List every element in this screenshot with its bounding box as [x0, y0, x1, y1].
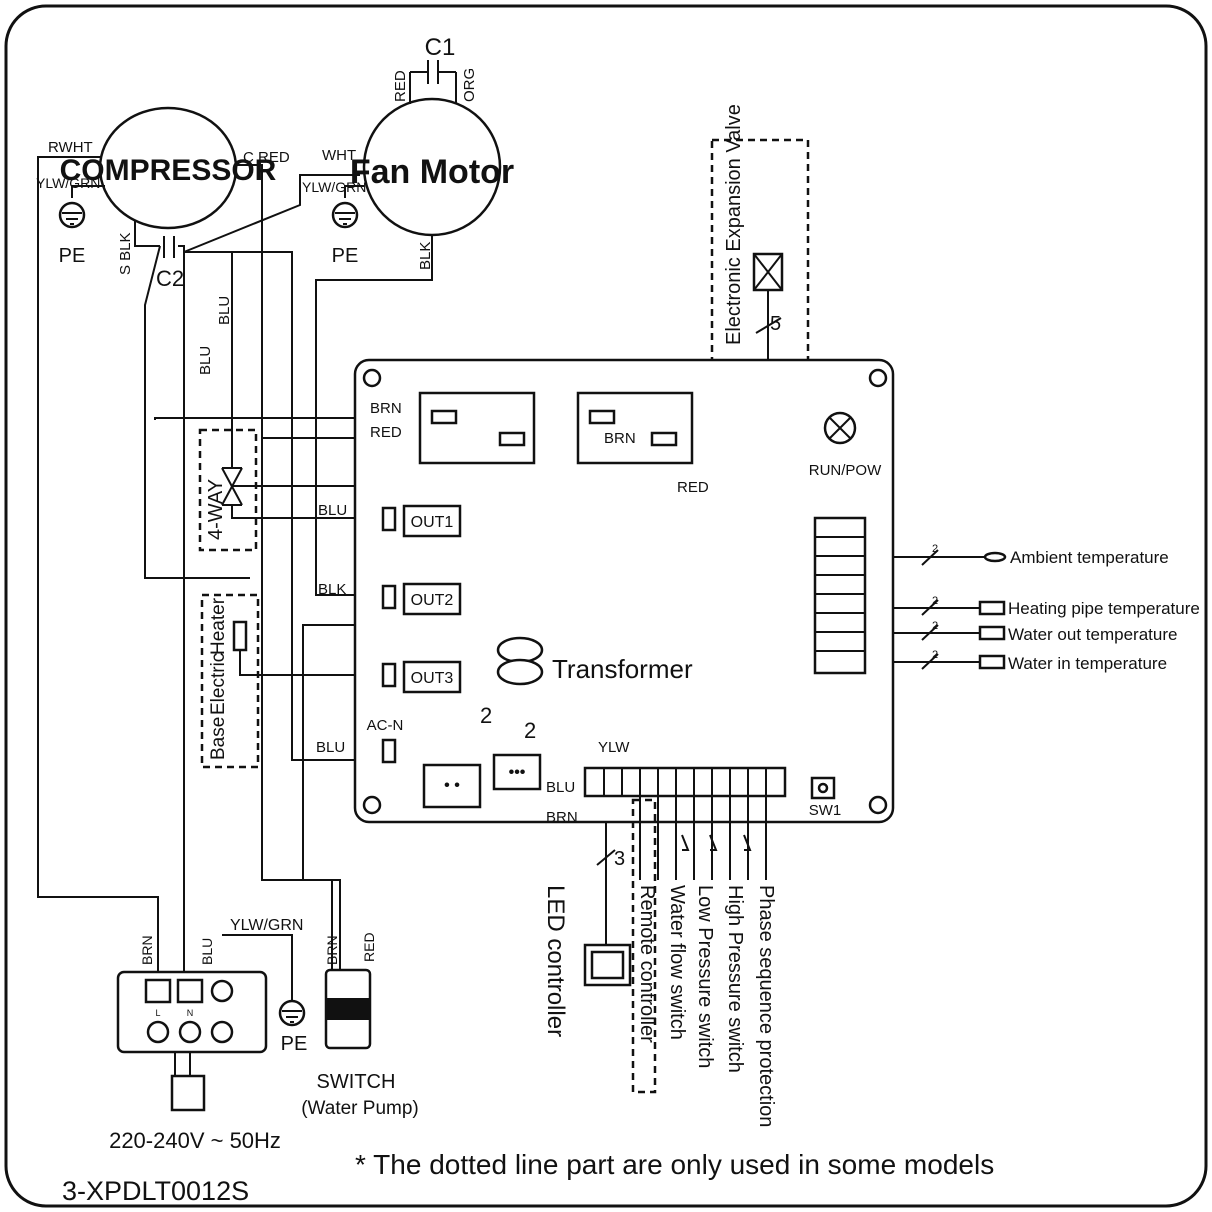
switch-label-brn: BRN — [324, 935, 340, 965]
acn-label: AC-N — [367, 717, 404, 734]
model-code: 3-XPDLT0012S — [62, 1176, 249, 1206]
compressor: COMPRESSOR — [60, 106, 277, 230]
heater-heater-label: Heater — [208, 597, 229, 655]
heater-base-label: Base — [208, 717, 229, 760]
wire-label-org: ORG — [461, 68, 478, 102]
terminal-block: L N BRN BLU YLW/GRN — [116, 917, 303, 1112]
four-way-label: 4-WAY — [205, 479, 227, 540]
footnote: * The dotted line part are only used in … — [355, 1149, 994, 1180]
switch-label-red: RED — [361, 932, 377, 962]
switch-low-pressure: Low Pressure switch — [694, 885, 716, 1068]
switch-legs: Remote controller Water flow switch Low … — [631, 796, 777, 1127]
board-label-blu-led: BLU — [546, 779, 575, 796]
sensor-ambient: Ambient temperature — [1010, 548, 1169, 567]
eev-label: Electronic Expansion Valve — [723, 104, 745, 345]
wire-label-sblk: S BLK — [117, 232, 134, 275]
board-label-blu-out1: BLU — [318, 502, 347, 519]
wire-label-wht: WHT — [322, 147, 356, 164]
board-label-blk-out2: BLK — [318, 581, 346, 598]
sensor-heating-pipe: Heating pipe temperature — [1008, 599, 1200, 618]
switch-label: SWITCH — [317, 1071, 396, 1093]
c2-label: C2 — [156, 266, 184, 291]
sensors: Ambient temperature Heating pipe tempera… — [932, 543, 1200, 673]
terminal-n: N — [187, 1008, 194, 1018]
capacitor-c2: C2 — [156, 236, 184, 291]
switch-sub-label: (Water Pump) — [301, 1098, 419, 1119]
fan-motor-label: Fan Motor — [350, 153, 514, 191]
wire-label-cred: C RED — [243, 149, 290, 166]
base-electric-heater: Base Electric Heater — [200, 593, 260, 769]
board-label-brn-led: BRN — [546, 809, 578, 826]
terminal-label-ylwgrn: YLW/GRN — [230, 917, 303, 934]
sensor-count-2: 2 — [932, 595, 938, 607]
compressor-label: COMPRESSOR — [60, 154, 277, 187]
ground-fan: PE — [332, 185, 364, 267]
board-label-red-1: RED — [370, 424, 402, 441]
eev-count: 5 — [770, 313, 781, 335]
sensor-count-3: 2 — [932, 620, 938, 632]
pe-label: PE — [332, 245, 359, 267]
wire-label-blk-fan: BLK — [417, 242, 434, 270]
transformer-count-2: 2 — [524, 718, 536, 743]
switch-water-flow: Water flow switch — [666, 885, 688, 1040]
pe-label: PE — [281, 1033, 308, 1055]
out2-label: OUT2 — [411, 592, 454, 609]
run-pow-label: RUN/POW — [809, 462, 882, 479]
sensor-count-1: 2 — [932, 543, 938, 555]
wire-label-blu-2: BLU — [197, 346, 214, 375]
sensor-count-4: 2 — [932, 649, 938, 661]
sensor-water-out: Water out temperature — [1008, 625, 1177, 644]
four-way-valve: 4-WAY — [198, 428, 258, 552]
control-board: RUN/POW OUT1 OUT2 OUT3 AC-N Transformer … — [316, 358, 895, 826]
svg-text:•••: ••• — [509, 764, 526, 781]
sw1-label: SW1 — [809, 802, 842, 819]
c1-label: C1 — [425, 34, 456, 61]
led-count: 3 — [614, 848, 625, 870]
switch-remote-controller: Remote controller — [636, 885, 658, 1043]
out1-label: OUT1 — [411, 514, 454, 531]
capacitor-c1: C1 — [409, 34, 457, 104]
terminal-label-blu: BLU — [199, 938, 215, 965]
board-label-blu-acn: BLU — [316, 739, 345, 756]
board-label-brn-1: BRN — [370, 400, 402, 417]
wire-label-blu-1: BLU — [216, 296, 233, 325]
out3-label: OUT3 — [411, 670, 454, 687]
switch-high-pressure: High Pressure switch — [724, 885, 746, 1073]
water-pump-switch: BRN RED SWITCH (Water Pump) — [301, 932, 419, 1119]
svg-text:• •: • • — [444, 777, 460, 794]
heater-electric-label: Electric — [208, 653, 229, 715]
pe-label: PE — [59, 245, 86, 267]
transformer-count-1: 2 — [480, 703, 492, 728]
wire-label-ylwgrn-fan: YLW/GRN — [302, 179, 366, 195]
fan-motor: Fan Motor — [350, 97, 514, 237]
power-spec: 220-240V ~ 50Hz — [109, 1128, 281, 1153]
switch-phase-sequence: Phase sequence protection — [755, 885, 777, 1127]
ground-terminal: PE — [278, 999, 308, 1055]
terminal-label-brn: BRN — [139, 935, 155, 965]
wire-label-rwht: RWHT — [48, 139, 93, 156]
terminal-l: L — [155, 1008, 160, 1018]
wire-label-ylwgrn: YLW/GRN — [36, 175, 100, 191]
led-controller: LED controller 3 — [542, 848, 632, 1037]
sensor-water-in: Water in temperature — [1008, 654, 1167, 673]
board-label-red-2: RED — [677, 479, 709, 496]
transformer-label: Transformer — [552, 654, 693, 684]
board-label-brn-2: BRN — [604, 430, 636, 447]
ground-compressor: PE — [59, 185, 105, 267]
board-label-ylw: YLW — [598, 739, 630, 756]
led-controller-label: LED controller — [542, 885, 569, 1037]
wire-label-red-c1: RED — [392, 70, 409, 102]
